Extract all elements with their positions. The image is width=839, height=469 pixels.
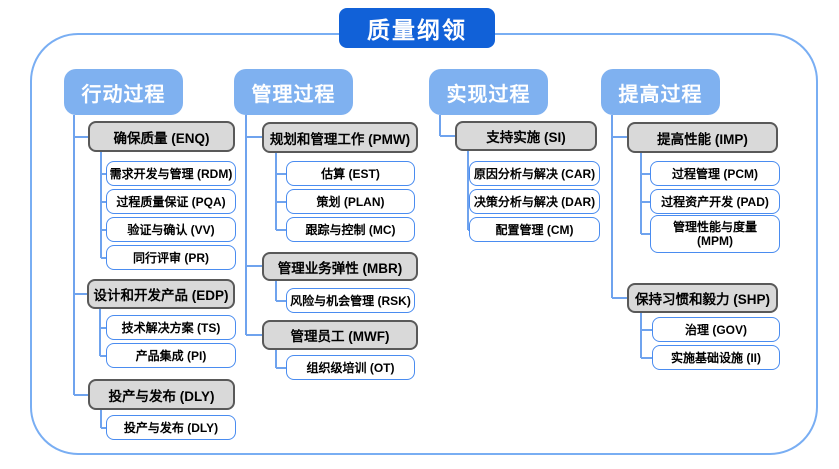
leaf-node-car: 原因分析与解决 (CAR): [469, 161, 600, 186]
leaf-node-gov: 治理 (GOV): [652, 317, 780, 342]
column-header-action-process: 行动过程: [64, 69, 183, 115]
leaf-node-ot: 组织级培训 (OT): [286, 355, 415, 380]
leaf-node-ts: 技术解决方案 (TS): [106, 315, 236, 340]
leaf-node-est: 估算 (EST): [286, 161, 415, 186]
group-node-pmw: 规划和管理工作 (PMW): [262, 122, 418, 153]
leaf-node-rdm: 需求开发与管理 (RDM): [106, 161, 236, 186]
group-node-dly: 投产与发布 (DLY): [88, 379, 235, 410]
group-node-mbr: 管理业务弹性 (MBR): [262, 252, 418, 281]
leaf-node-pr: 同行评审 (PR): [106, 245, 236, 270]
leaf-node-pcm: 过程管理 (PCM): [650, 161, 780, 186]
leaf-node-plan: 策划 (PLAN): [286, 189, 415, 214]
diagram-title: 质量纲领: [339, 8, 495, 48]
group-node-si: 支持实施 (SI): [455, 121, 597, 151]
leaf-node-vv: 验证与确认 (VV): [106, 217, 236, 242]
leaf-node-pqa: 过程质量保证 (PQA): [106, 189, 236, 214]
leaf-node-pad: 过程资产开发 (PAD): [650, 189, 780, 214]
leaf-node-mpm: 管理性能与度量 (MPM): [650, 215, 780, 253]
group-node-imp: 提高性能 (IMP): [627, 122, 778, 153]
column-header-management-process: 管理过程: [234, 69, 353, 115]
group-node-mwf: 管理员工 (MWF): [262, 320, 418, 350]
column-header-implementation-process: 实现过程: [429, 69, 548, 115]
leaf-node-dly: 投产与发布 (DLY): [106, 415, 236, 440]
group-node-shp: 保持习惯和毅力 (SHP): [627, 283, 778, 313]
column-header-improvement-process: 提高过程: [601, 69, 720, 115]
group-node-enq: 确保质量 (ENQ): [88, 121, 235, 152]
leaf-node-pi: 产品集成 (PI): [106, 343, 236, 368]
group-node-edp: 设计和开发产品 (EDP): [87, 279, 235, 309]
leaf-node-cm: 配置管理 (CM): [469, 217, 600, 242]
leaf-node-ii: 实施基础设施 (II): [652, 345, 780, 370]
leaf-node-mc: 跟踪与控制 (MC): [286, 217, 415, 242]
leaf-node-rsk: 风险与机会管理 (RSK): [286, 288, 415, 313]
leaf-node-dar: 决策分析与解决 (DAR): [469, 189, 600, 214]
